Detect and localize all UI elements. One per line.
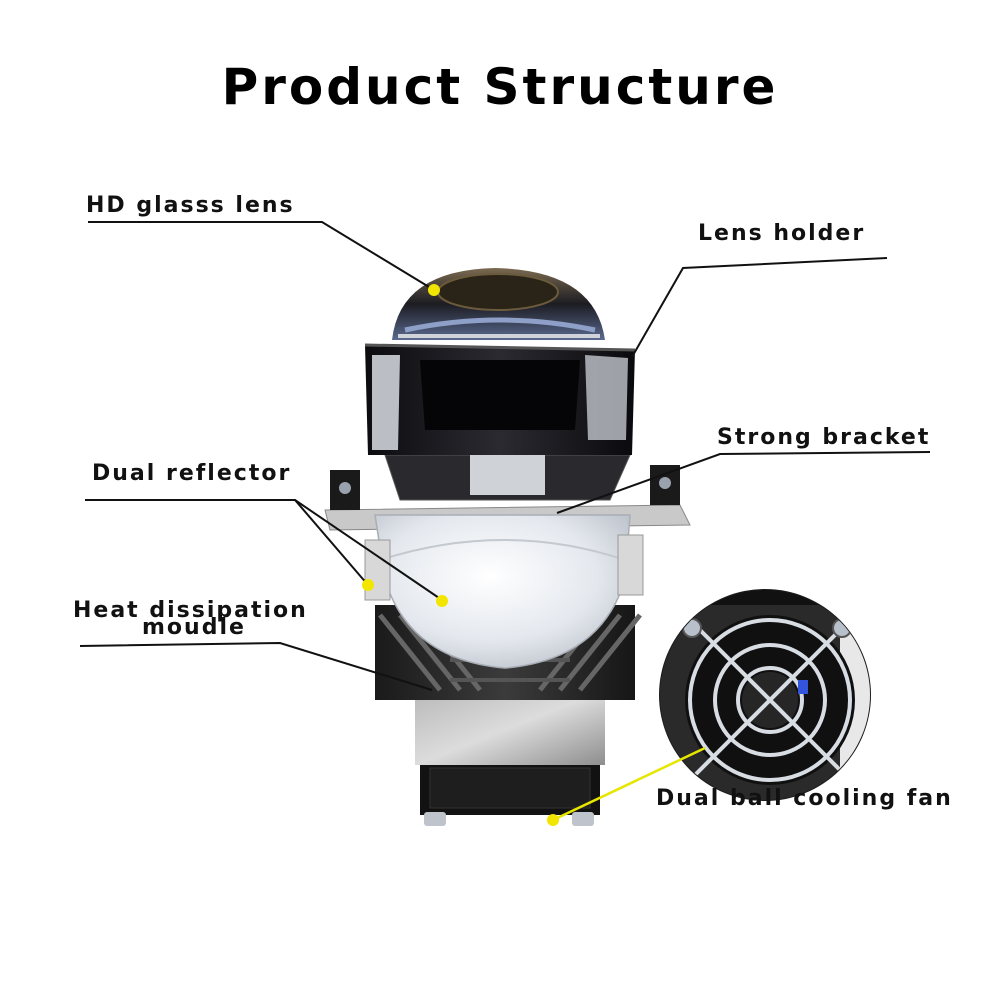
fan-zoom-inset (659, 589, 871, 801)
label-cooling-fan: Dual ball cooling fan (656, 786, 953, 811)
cooling-fan-body (420, 760, 600, 826)
marker-reflector-b (436, 595, 448, 607)
label-heat-dissipation: Heat dissipation (73, 598, 308, 623)
label-dual-reflector: Dual reflector (92, 461, 292, 486)
leader-strong-bracket (556, 451, 931, 514)
headlight-unit (324, 268, 691, 826)
mount-block (415, 690, 605, 765)
lens-holder (364, 343, 636, 455)
label-hd-glass-lens: HD glasss lens (86, 193, 295, 218)
marker-hd-lens (428, 284, 440, 296)
label-lens-holder: Lens holder (698, 221, 866, 246)
leader-fan (552, 746, 706, 822)
label-heat-dissipation-line2: moudle (142, 615, 246, 640)
leader-dual-reflector-b (294, 499, 443, 601)
marker-fan (547, 814, 559, 826)
leader-lens-holder (631, 257, 888, 358)
dual-reflector (364, 514, 644, 669)
fan-screw-right-icon (832, 618, 852, 638)
hd-glass-lens (392, 268, 605, 340)
label-strong-bracket: Strong bracket (717, 425, 931, 450)
fan-screw-left-icon (682, 618, 702, 638)
leader-heat-module (79, 641, 433, 691)
leader-lines (79, 221, 931, 691)
markers (362, 284, 559, 826)
leader-hd-lens (88, 221, 435, 291)
marker-reflector-a (362, 579, 374, 591)
page-title: Product Structure (221, 58, 779, 116)
